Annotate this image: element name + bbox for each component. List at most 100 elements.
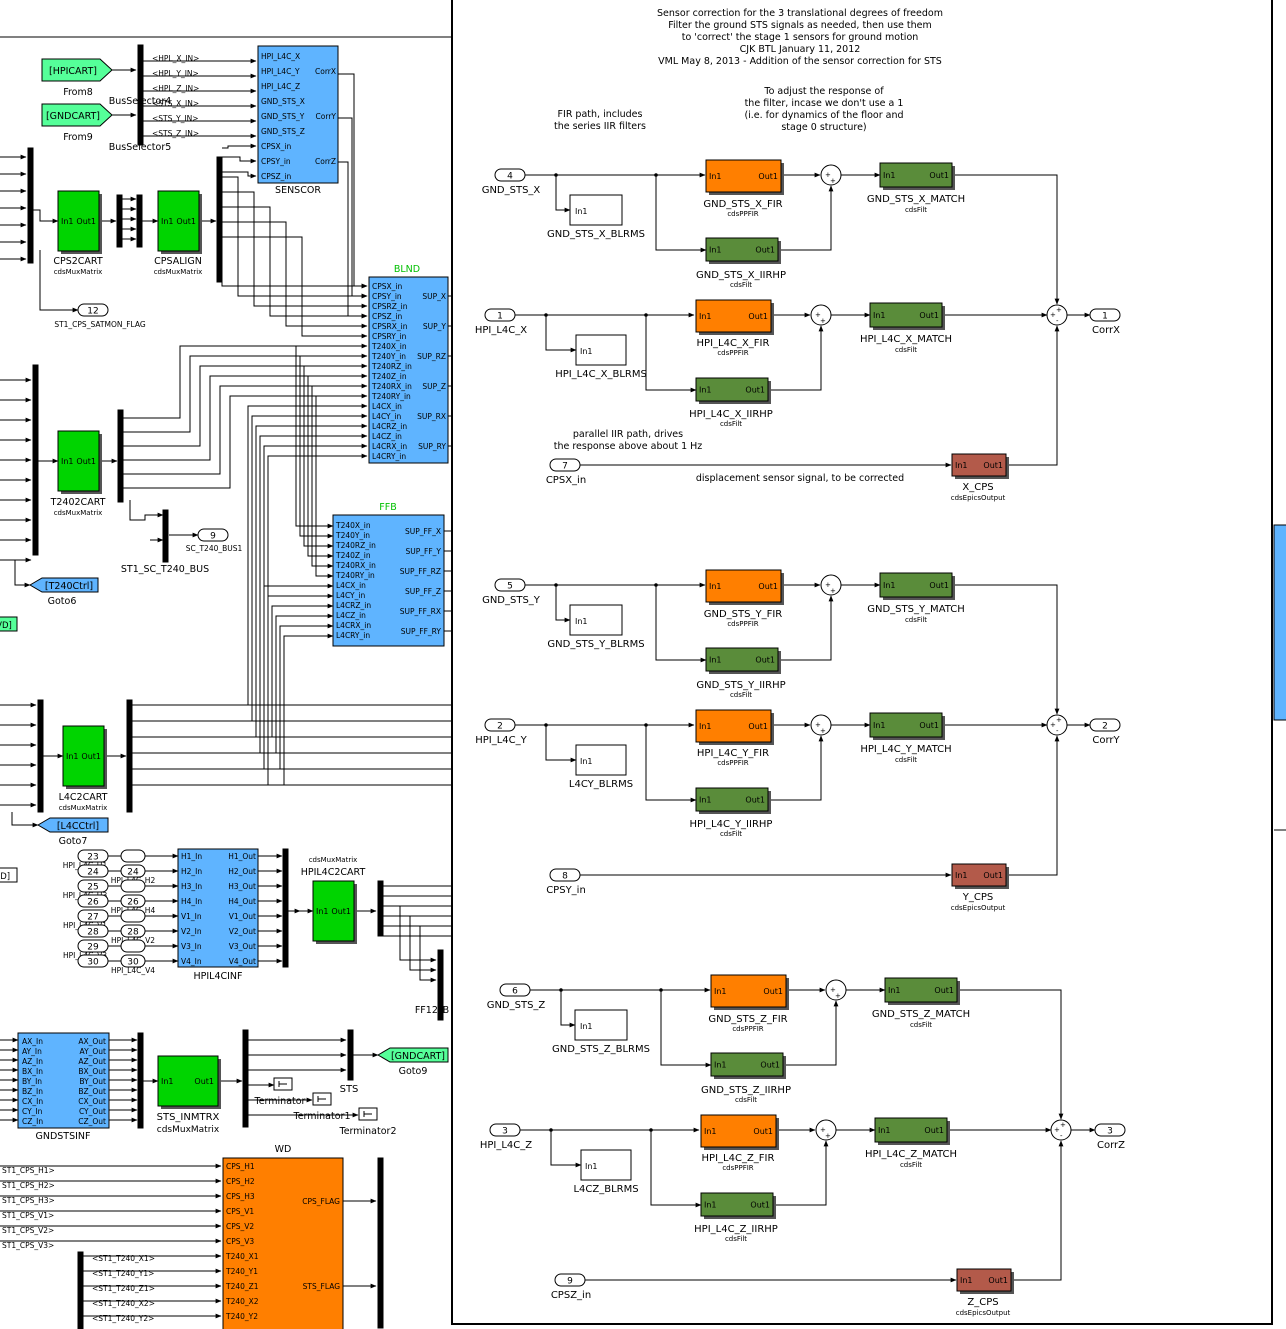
inport-cps[interactable] xyxy=(549,458,581,472)
gndstsinf-block[interactable] xyxy=(17,1032,110,1129)
wd-block[interactable] xyxy=(222,1157,344,1329)
hpil4cinf-block[interactable] xyxy=(177,848,259,968)
gnd-sum[interactable] xyxy=(820,164,842,186)
t2402cart-type: cdsMuxMatrix xyxy=(54,509,103,517)
gnd-iirhp-filter[interactable] xyxy=(705,237,779,262)
cps2cart-matrix[interactable] xyxy=(57,190,100,252)
t2402cart-matrix[interactable] xyxy=(57,430,100,492)
gnd-sum[interactable] xyxy=(820,574,842,596)
hpil4c-inport[interactable] xyxy=(77,909,109,923)
hpil4c2cart-type: cdsMuxMatrix xyxy=(309,856,358,864)
blnd-block[interactable] xyxy=(368,276,449,464)
gndstsinf-output: BY_Out xyxy=(79,1077,106,1086)
blrms-block[interactable] xyxy=(575,334,627,366)
hpil4c-inport[interactable] xyxy=(77,849,109,863)
goto7-block[interactable] xyxy=(37,817,109,833)
hpil4c-inport[interactable] xyxy=(77,954,109,968)
hpil4c-inport[interactable] xyxy=(77,939,109,953)
hpi-fir-filter[interactable] xyxy=(695,299,772,333)
final-sum[interactable] xyxy=(1046,304,1068,326)
outport[interactable] xyxy=(1089,718,1121,732)
cps-out-wire xyxy=(1008,735,1060,876)
inport-hpi-l4c[interactable] xyxy=(489,1123,521,1137)
gnd-fir-filter[interactable] xyxy=(705,159,782,193)
inport-cps-number: 9 xyxy=(567,1277,573,1287)
senscor-output: CorrY xyxy=(316,112,337,121)
inport-cps[interactable] xyxy=(554,1273,586,1287)
hpil4c-inport[interactable] xyxy=(77,864,109,878)
sum-sign: + xyxy=(1060,1121,1066,1129)
hpi-iirhp-filter[interactable] xyxy=(695,787,769,812)
goto6-block[interactable] xyxy=(29,577,99,593)
hpi-sum[interactable] xyxy=(815,1119,837,1141)
hpil4c-port-alt[interactable] xyxy=(120,954,146,968)
hpil4c-inport[interactable] xyxy=(77,894,109,908)
ffb-input: T240Z_in xyxy=(335,551,371,560)
l4c2cart-matrix[interactable] xyxy=(62,725,105,787)
hpil4c-port-alt[interactable] xyxy=(120,879,146,893)
outport[interactable] xyxy=(1089,308,1121,322)
blrms-block[interactable] xyxy=(575,744,627,776)
hpil4cinf-input: V1_In xyxy=(181,912,202,921)
hpi-sum[interactable] xyxy=(810,304,832,326)
cpsalign-matrix[interactable] xyxy=(157,190,200,252)
outport[interactable] xyxy=(1094,1123,1126,1137)
cps-epics-output[interactable] xyxy=(951,863,1007,887)
cps-epics-output[interactable] xyxy=(956,1268,1012,1292)
from9-block[interactable] xyxy=(41,103,113,127)
gnd-fir-filter[interactable] xyxy=(705,569,782,603)
sc-bus-outport[interactable] xyxy=(197,528,229,542)
ffb-block[interactable] xyxy=(332,514,445,647)
gnd-iirhp-filter[interactable] xyxy=(710,1052,784,1077)
final-sum[interactable] xyxy=(1050,1119,1072,1141)
inport-gnd-sts[interactable] xyxy=(494,168,526,182)
blrms-block[interactable] xyxy=(574,1009,628,1041)
gnd-iirhp-filter[interactable] xyxy=(705,647,779,672)
from8-block[interactable] xyxy=(41,58,113,82)
wd-bus-label: <ST1_T240_Y2> xyxy=(92,1314,154,1323)
blrms-block[interactable] xyxy=(569,604,623,636)
gnd-match-filter[interactable] xyxy=(879,572,953,598)
hpil4c-port-alt[interactable] xyxy=(120,924,146,938)
satmon-outport[interactable] xyxy=(77,303,109,317)
hpil4c-port-alt[interactable] xyxy=(120,909,146,923)
inport-cps[interactable] xyxy=(549,868,581,882)
hpi-match-filter[interactable] xyxy=(869,302,943,328)
inport-gnd-sts[interactable] xyxy=(494,578,526,592)
ffb-input: L4CY_in xyxy=(336,591,365,600)
gnd-sum[interactable] xyxy=(825,979,847,1001)
hpil4c-port-alt[interactable] xyxy=(120,864,146,878)
gnd-match-filter[interactable] xyxy=(884,977,958,1003)
hpil4c2cart-matrix[interactable] xyxy=(312,880,355,942)
hpi-iirhp-filter[interactable] xyxy=(695,377,769,402)
goto9-block[interactable] xyxy=(377,1047,449,1063)
hpi-iirhp-filter[interactable] xyxy=(700,1192,774,1217)
blrms-block[interactable] xyxy=(569,194,623,226)
cps2cart-type: cdsMuxMatrix xyxy=(54,268,103,276)
hpil4c-port-alt[interactable] xyxy=(120,939,146,953)
cps-epics-output[interactable] xyxy=(951,453,1007,477)
hpi-sum[interactable] xyxy=(810,714,832,736)
final-sum[interactable] xyxy=(1046,714,1068,736)
gnd-fir-filter[interactable] xyxy=(710,974,787,1008)
hpi-match-filter[interactable] xyxy=(874,1117,948,1143)
inport-gnd-sts[interactable] xyxy=(499,983,531,997)
hpi-fir-filter[interactable] xyxy=(700,1114,777,1148)
matrix-in: In1 xyxy=(61,457,74,466)
hpi-fir-filter[interactable] xyxy=(695,709,772,743)
hpil4c-inport[interactable] xyxy=(77,879,109,893)
gnd-iirhp-type: cdsFilt xyxy=(735,1096,757,1104)
blrms-block[interactable] xyxy=(580,1149,632,1181)
hpil4c-port-alt[interactable] xyxy=(120,849,146,863)
gnd-match-filter[interactable] xyxy=(879,162,953,188)
hpi-match-filter[interactable] xyxy=(869,712,943,738)
sts-inmtrx-label: STS_INMTRX xyxy=(157,1112,220,1123)
hpi-match-label: HPI_L4C_Y_MATCH xyxy=(860,744,951,755)
inport-hpi-l4c[interactable] xyxy=(484,308,516,322)
hpil4c-port-alt[interactable] xyxy=(120,894,146,908)
inport-hpi-l4c[interactable] xyxy=(484,718,516,732)
sts-inmtrx-matrix[interactable] xyxy=(157,1055,219,1107)
senscor-block[interactable] xyxy=(257,45,339,184)
blnd-input: CPSZ_in xyxy=(372,312,402,321)
hpil4c-inport[interactable] xyxy=(77,924,109,938)
